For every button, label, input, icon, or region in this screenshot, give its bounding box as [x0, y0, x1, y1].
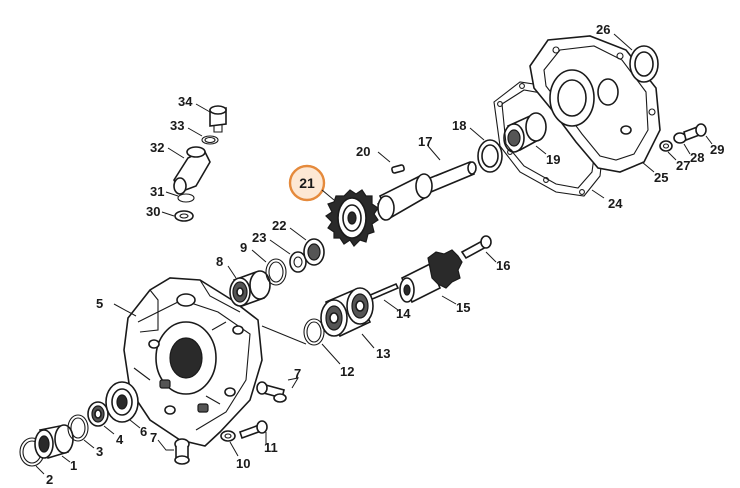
callout-27: 27: [676, 158, 690, 173]
callout-7-upper: 7: [294, 366, 301, 381]
screw-7-upper[interactable]: [256, 381, 287, 403]
callout-15: 15: [456, 300, 470, 315]
washer-23[interactable]: [289, 251, 307, 273]
callout-4: 4: [116, 432, 124, 447]
callout-28: 28: [690, 150, 704, 165]
callout-32: 32: [150, 140, 164, 155]
elbow-fitting-32[interactable]: [173, 146, 211, 195]
callout-11: 11: [264, 440, 278, 455]
pin-14[interactable]: [366, 282, 400, 302]
retaining-ring-9[interactable]: [265, 258, 287, 286]
callout-20: 20: [356, 144, 370, 159]
callout-18: 18: [452, 118, 466, 133]
screw-11[interactable]: [238, 420, 268, 440]
ball-bearing-8[interactable]: [229, 270, 271, 308]
plug-34[interactable]: [209, 105, 227, 133]
highlighted-callout-21[interactable]: 21: [288, 164, 326, 202]
callout-5: 5: [96, 296, 103, 311]
bevel-pinion-15[interactable]: [399, 249, 463, 304]
callout-10: 10: [236, 456, 250, 471]
callout-2: 2: [46, 472, 53, 487]
screw-16[interactable]: [460, 235, 492, 260]
callout-12: 12: [340, 364, 354, 379]
gearbox-cover-25[interactable]: [529, 35, 661, 173]
callout-19: 19: [546, 152, 560, 167]
bushing-19[interactable]: [503, 112, 547, 153]
screw-7-lower[interactable]: [174, 438, 190, 465]
callout-13: 13: [376, 346, 390, 361]
seal-ring-26[interactable]: [629, 45, 659, 83]
callout-23: 23: [252, 230, 266, 245]
drive-shaft-17[interactable]: [376, 160, 477, 221]
callout-22: 22: [272, 218, 286, 233]
o-ring-33[interactable]: [201, 135, 219, 145]
callout-7-lower: 7: [150, 430, 157, 445]
callout-3: 3: [96, 444, 103, 459]
callout-16: 16: [496, 258, 510, 273]
retaining-ring-12[interactable]: [303, 318, 325, 346]
callout-29: 29: [710, 142, 724, 157]
washer-30[interactable]: [174, 210, 194, 222]
gearbox-housing[interactable]: [123, 277, 263, 447]
callout-21: 21: [299, 175, 315, 191]
ball-bearing-13[interactable]: [320, 287, 374, 338]
callout-8: 8: [216, 254, 223, 269]
washer-10[interactable]: [220, 430, 236, 442]
callout-31: 31: [150, 184, 164, 199]
callout-24: 24: [608, 196, 623, 211]
o-ring-31[interactable]: [177, 193, 195, 203]
spur-gear-21[interactable]: [325, 189, 379, 247]
o-ring-3[interactable]: [67, 414, 89, 442]
callout-26: 26: [596, 22, 610, 37]
callout-14: 14: [396, 306, 411, 321]
oil-seal-6[interactable]: [105, 381, 139, 423]
callout-33: 33: [170, 118, 184, 133]
ball-bearing-4[interactable]: [87, 401, 109, 427]
shaft-sleeve-1[interactable]: [34, 424, 74, 459]
callout-34: 34: [178, 94, 193, 109]
needle-bearing-22[interactable]: [303, 238, 325, 266]
callout-6: 6: [140, 424, 147, 439]
screw-29[interactable]: [683, 123, 707, 142]
callout-9: 9: [240, 240, 247, 255]
callout-30: 30: [146, 204, 160, 219]
o-ring-18[interactable]: [477, 139, 503, 173]
callout-1: 1: [70, 458, 77, 473]
callout-25: 25: [654, 170, 668, 185]
washer-27[interactable]: [659, 140, 673, 152]
key-20[interactable]: [391, 164, 405, 174]
callout-17: 17: [418, 134, 432, 149]
